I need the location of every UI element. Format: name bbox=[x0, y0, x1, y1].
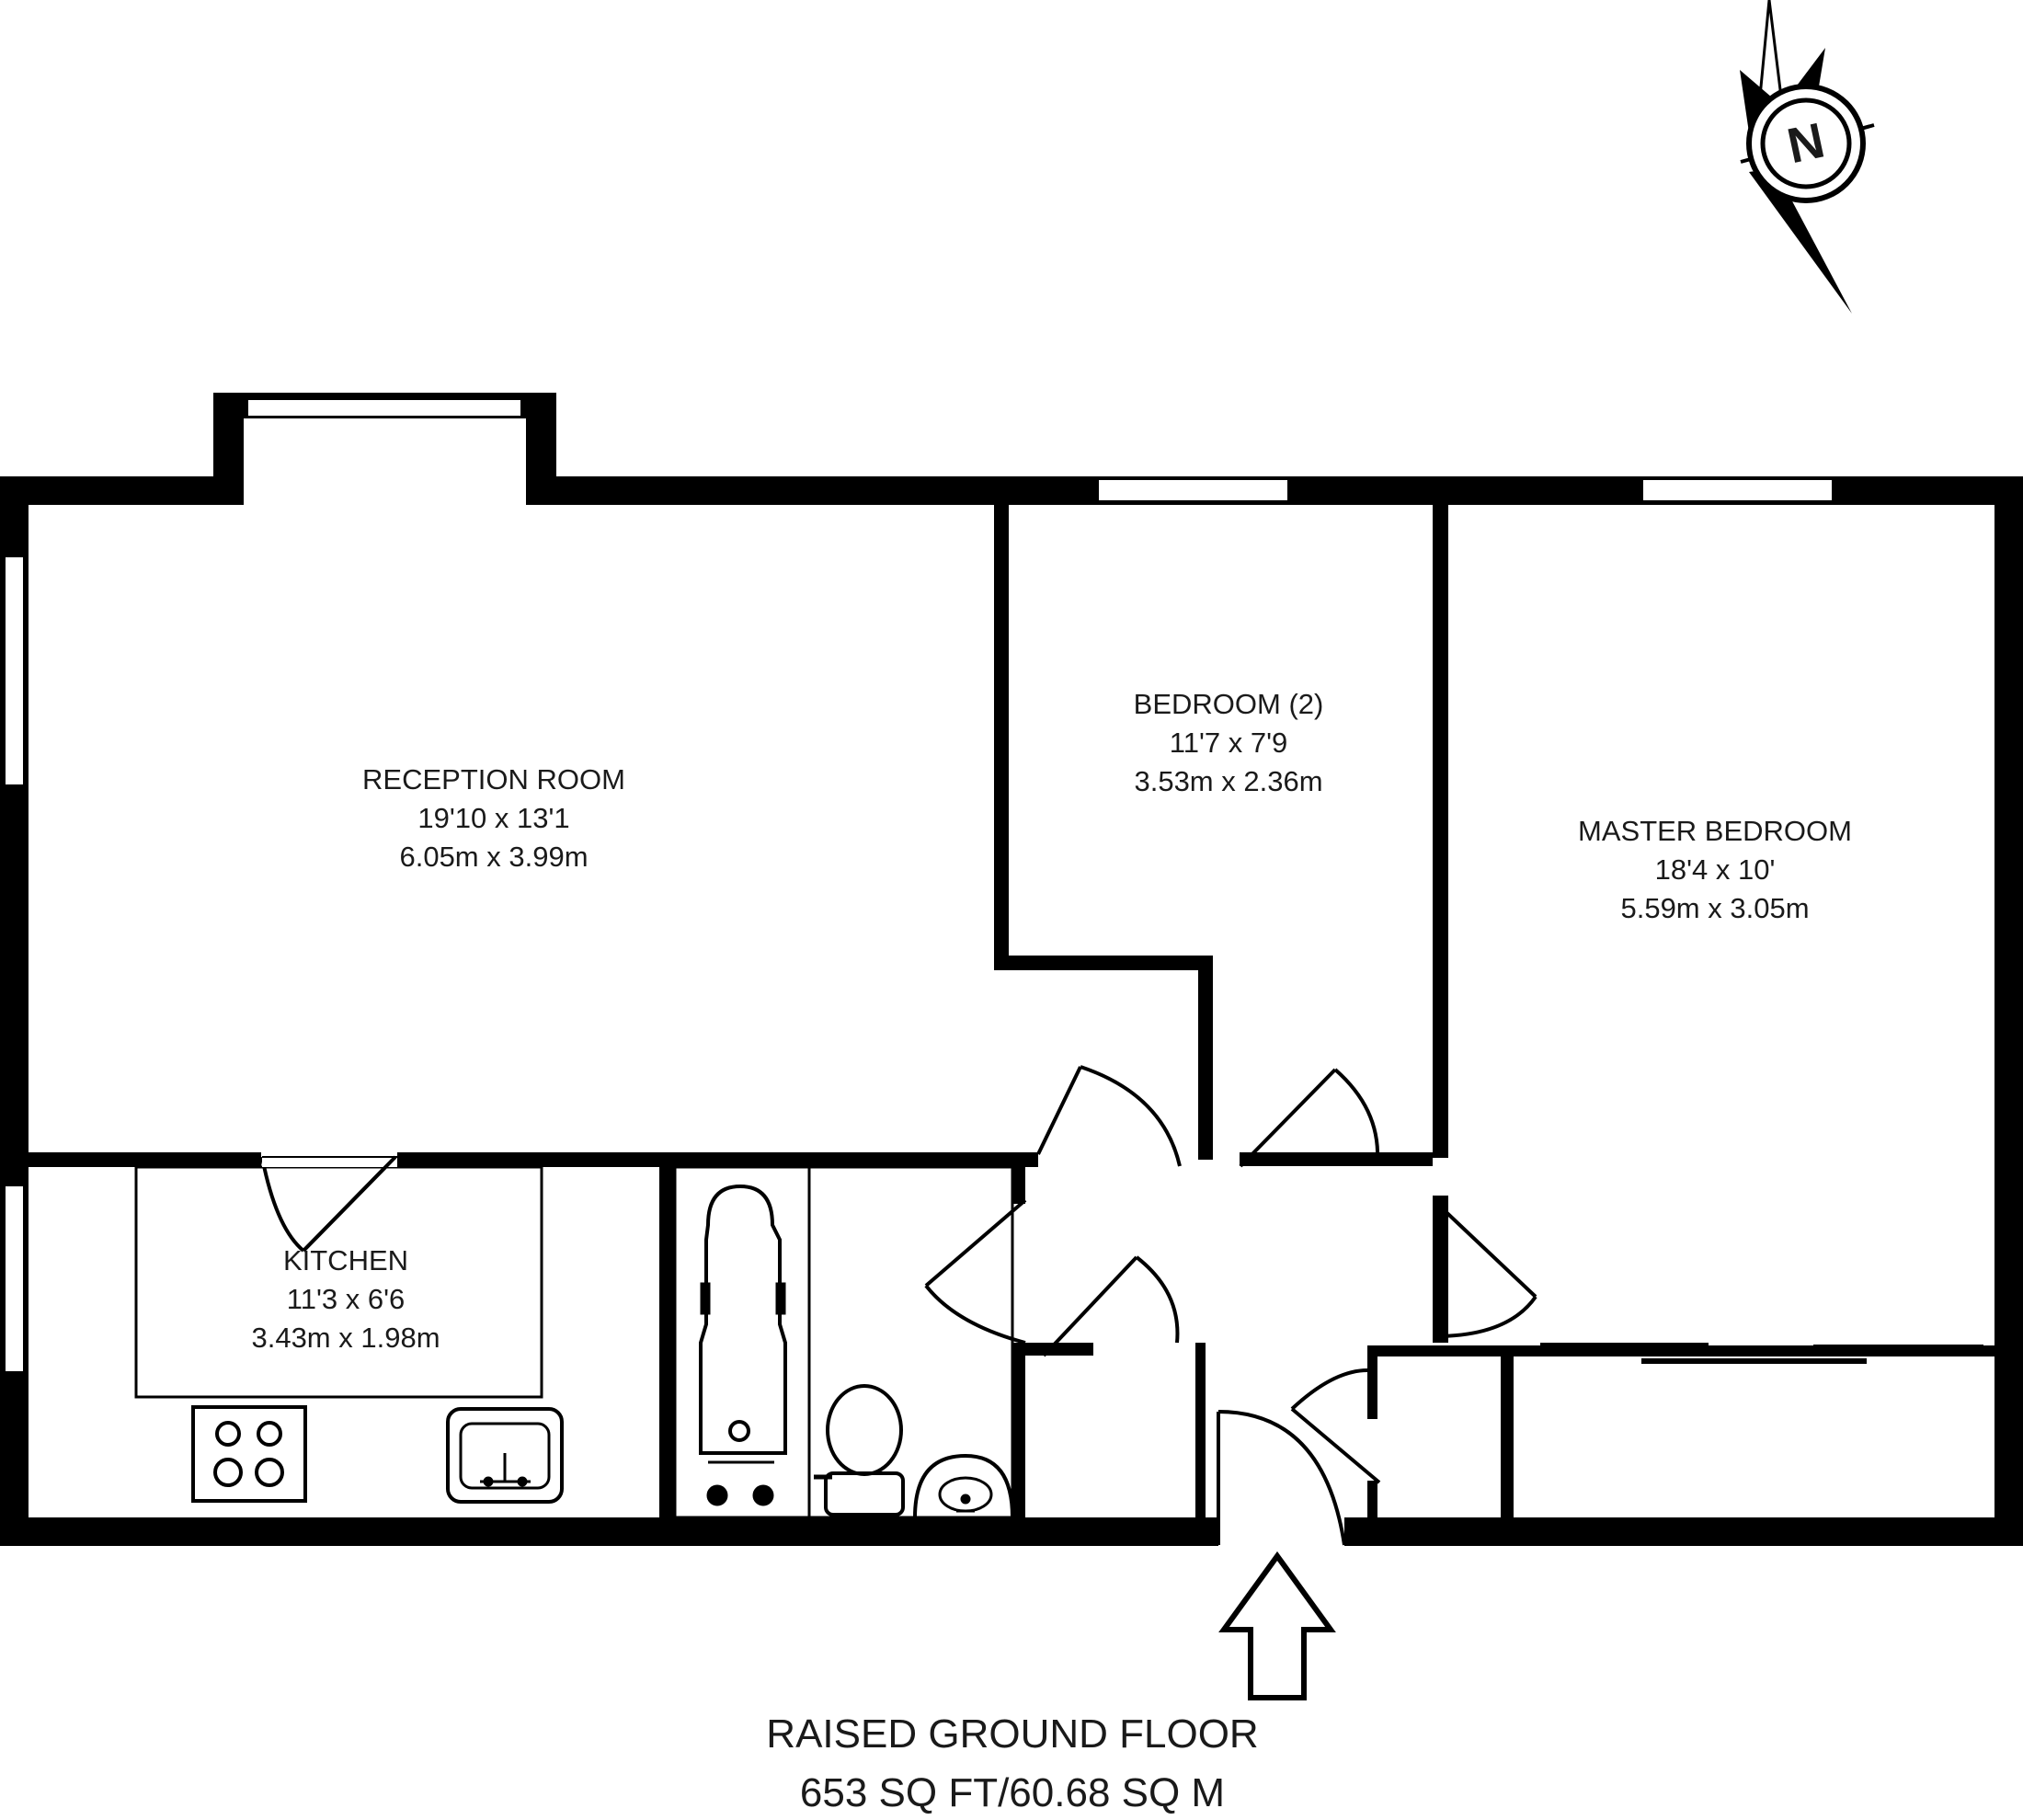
bath-icon bbox=[699, 1184, 787, 1506]
wardrobe-sliding-doors bbox=[1540, 1343, 1983, 1364]
room-reception: RECEPTION ROOM 19'10 x 13'1 6.05m x 3.99… bbox=[362, 763, 625, 873]
room-imperial: 11'7 x 7'9 bbox=[1170, 727, 1287, 759]
windows bbox=[4, 398, 1832, 1371]
room-bedroom2: BEDROOM (2) 11'7 x 7'9 3.53m x 2.36m bbox=[1134, 688, 1324, 797]
room-metric: 3.53m x 2.36m bbox=[1134, 765, 1322, 797]
north-compass-icon: N bbox=[1740, 0, 1875, 314]
bathroom-door bbox=[924, 1198, 1027, 1345]
room-imperial: 19'10 x 13'1 bbox=[417, 802, 569, 834]
toilet-icon bbox=[814, 1384, 905, 1517]
basin-icon bbox=[913, 1453, 1014, 1518]
interior-walls bbox=[29, 505, 1994, 1517]
doors bbox=[260, 1065, 1983, 1546]
room-master: MASTER BEDROOM 18'4 x 10' 5.59m x 3.05m bbox=[1578, 815, 1852, 924]
floor-area: 653 SQ FT/60.68 SQ M bbox=[800, 1770, 1225, 1815]
master-bedroom-door bbox=[1434, 1200, 1537, 1338]
bathroom-fittings bbox=[673, 1165, 1014, 1519]
room-name: RECEPTION ROOM bbox=[362, 763, 625, 796]
room-metric: 6.05m x 3.99m bbox=[399, 841, 588, 873]
bedroom2-door bbox=[1239, 1068, 1380, 1168]
bathroom-outline bbox=[673, 1165, 1014, 1519]
hob-icon bbox=[191, 1405, 307, 1503]
kitchen-side-window bbox=[4, 1186, 23, 1371]
room-metric: 3.43m x 1.98m bbox=[251, 1322, 440, 1354]
room-imperial: 11'3 x 6'6 bbox=[287, 1283, 405, 1315]
room-name: KITCHEN bbox=[283, 1244, 408, 1276]
master-window bbox=[1643, 480, 1832, 500]
reception-door bbox=[1036, 1065, 1182, 1167]
hall-cupboard-door bbox=[1290, 1368, 1381, 1484]
kitchen-sink-icon bbox=[446, 1407, 564, 1504]
reception-side-window bbox=[4, 557, 23, 784]
kitchen-door bbox=[260, 1152, 397, 1253]
floor-name: RAISED GROUND FLOOR bbox=[766, 1711, 1258, 1757]
entrance-door bbox=[1217, 1410, 1346, 1546]
bedroom2-window bbox=[1099, 480, 1287, 500]
kitchen-fittings bbox=[134, 1165, 564, 1504]
room-name: MASTER BEDROOM bbox=[1578, 815, 1852, 847]
cupboard-door bbox=[1042, 1255, 1180, 1357]
room-metric: 5.59m x 3.05m bbox=[1620, 892, 1809, 924]
entrance-arrow-icon bbox=[1218, 1551, 1336, 1700]
room-imperial: 18'4 x 10' bbox=[1655, 853, 1776, 886]
room-kitchen: KITCHEN 11'3 x 6'6 3.43m x 1.98m bbox=[251, 1244, 440, 1354]
room-name: BEDROOM (2) bbox=[1134, 688, 1324, 720]
kitchen-island bbox=[134, 1165, 543, 1399]
bay-window bbox=[248, 398, 520, 416]
